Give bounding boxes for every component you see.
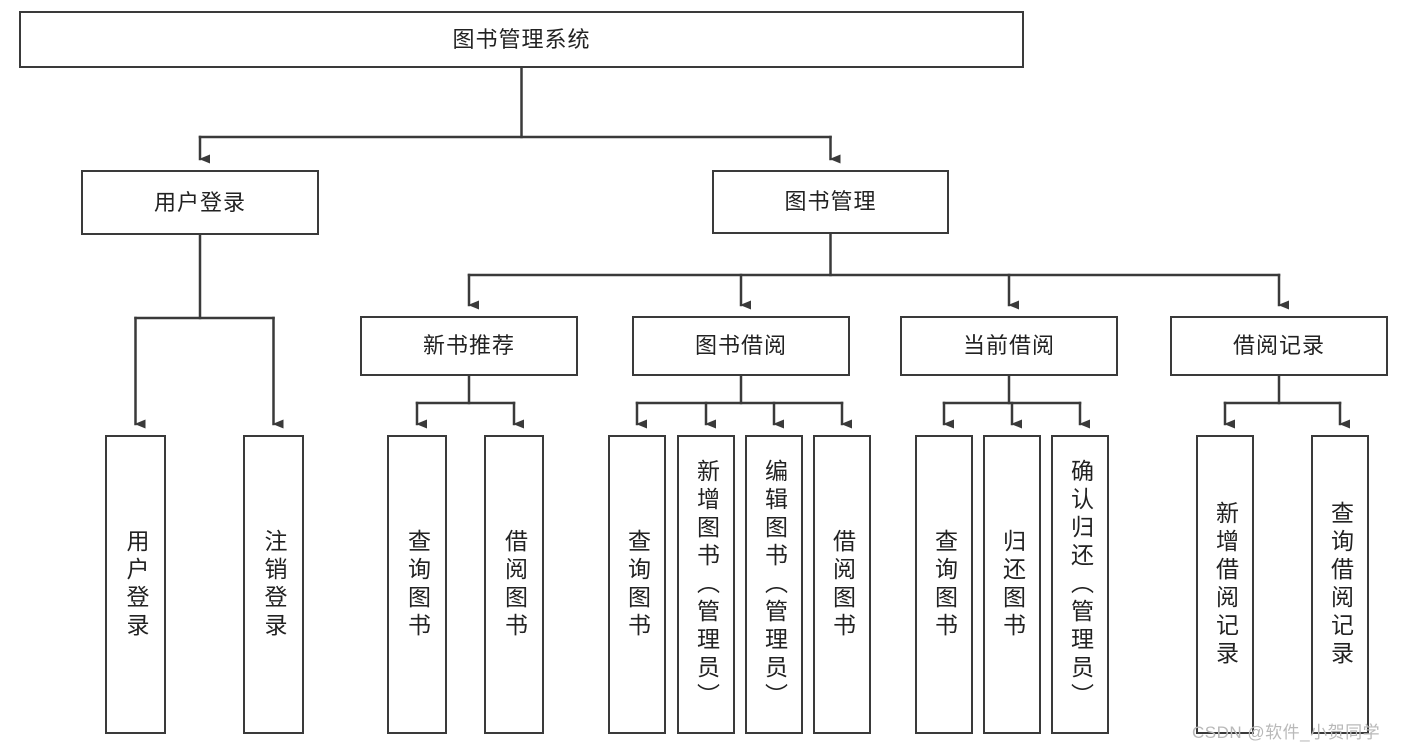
node-recommend-query-book[interactable]: 查询图书 xyxy=(387,435,447,734)
node-label-borrow-add-book-admin: 新增图书（管理员） xyxy=(693,458,720,711)
node-label-record-add-borrow-record: 新增借阅记录 xyxy=(1212,500,1239,669)
node-recommend-borrow-book[interactable]: 借阅图书 xyxy=(484,435,544,734)
node-label-current-confirm-return-admin: 确认归还（管理员） xyxy=(1067,458,1094,711)
node-label-recommend-borrow-book: 借阅图书 xyxy=(501,528,528,641)
node-book-borrow[interactable]: 图书借阅 xyxy=(632,316,850,376)
node-label-user-logout-leaf: 注销登录 xyxy=(261,528,287,641)
node-borrow-borrow-book[interactable]: 借阅图书 xyxy=(813,435,871,734)
node-current-query-book[interactable]: 查询图书 xyxy=(915,435,973,734)
node-label-record-query-borrow-record: 查询借阅记录 xyxy=(1327,500,1354,669)
node-label-borrow-query-book: 查询图书 xyxy=(624,528,651,641)
node-label-new-book-recommend: 新书推荐 xyxy=(422,333,515,359)
node-label-borrow-record: 借阅记录 xyxy=(1232,333,1325,359)
node-user-login-leaf[interactable]: 用户登录 xyxy=(105,435,166,734)
node-label-current-return-book: 归还图书 xyxy=(999,528,1026,641)
node-user-logout-leaf[interactable]: 注销登录 xyxy=(243,435,304,734)
node-current-borrow[interactable]: 当前借阅 xyxy=(900,316,1118,376)
node-label-book-borrow: 图书借阅 xyxy=(694,333,787,359)
node-new-book-recommend[interactable]: 新书推荐 xyxy=(360,316,578,376)
node-label-recommend-query-book: 查询图书 xyxy=(404,528,431,641)
node-borrow-record[interactable]: 借阅记录 xyxy=(1170,316,1388,376)
node-borrow-query-book[interactable]: 查询图书 xyxy=(608,435,666,734)
connector-lines xyxy=(134,66,1350,429)
node-label-current-borrow: 当前借阅 xyxy=(962,333,1055,359)
node-label-current-query-book: 查询图书 xyxy=(931,528,958,641)
node-label-borrow-borrow-book: 借阅图书 xyxy=(829,528,856,641)
node-label-book-manage: 图书管理 xyxy=(784,189,877,215)
node-borrow-edit-book-admin[interactable]: 编辑图书（管理员） xyxy=(745,435,803,734)
node-label-user-login: 用户登录 xyxy=(153,189,246,215)
node-label-borrow-edit-book-admin: 编辑图书（管理员） xyxy=(761,458,788,711)
csdn-watermark: CSDN @软件_小贺同学 xyxy=(1192,723,1381,742)
node-record-query-borrow-record[interactable]: 查询借阅记录 xyxy=(1311,435,1369,734)
node-record-add-borrow-record[interactable]: 新增借阅记录 xyxy=(1196,435,1254,734)
node-current-return-book[interactable]: 归还图书 xyxy=(983,435,1041,734)
node-user-login[interactable]: 用户登录 xyxy=(81,170,319,235)
node-label-root: 图书管理系统 xyxy=(452,26,591,52)
node-borrow-add-book-admin[interactable]: 新增图书（管理员） xyxy=(677,435,735,734)
node-book-manage[interactable]: 图书管理 xyxy=(712,170,949,234)
node-label-user-login-leaf: 用户登录 xyxy=(123,528,149,641)
node-root[interactable]: 图书管理系统 xyxy=(19,11,1024,68)
node-current-confirm-return-admin[interactable]: 确认归还（管理员） xyxy=(1051,435,1109,734)
